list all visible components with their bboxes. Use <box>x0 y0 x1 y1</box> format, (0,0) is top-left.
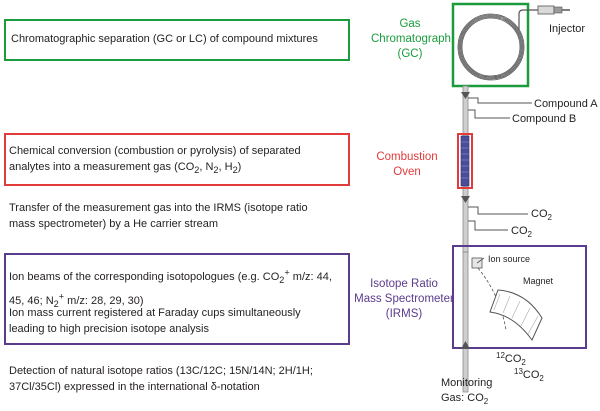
irms-step-box <box>4 253 350 345</box>
magnet-label: Magnet <box>523 276 554 286</box>
conversion-step-text: Chemical conversion (combustion or pyrol… <box>9 143 301 178</box>
detection-step-text: Detection of natural isotope ratios (13C… <box>9 363 313 395</box>
ion-source-label: Ion source <box>488 254 530 264</box>
injector-line <box>518 9 538 30</box>
conversion-line2: analytes into a measurement gas (CO2, N2… <box>9 161 242 176</box>
ioncurrent-step-text: Ion mass current registered at Faraday c… <box>9 307 301 335</box>
flow-arrow-icon <box>461 92 470 203</box>
co2-peak-label-2: CO2 <box>511 225 533 239</box>
injector-syringe <box>537 5 570 15</box>
monitoring-label-line1: Monitoring <box>441 377 492 389</box>
gc-column-coil <box>457 13 525 81</box>
magnet-icon <box>489 289 543 341</box>
compound-b-label: Compound B <box>512 113 576 125</box>
combustion-oven-box <box>457 133 473 189</box>
gc-oven-box <box>451 2 530 88</box>
transfer-step-text: Transfer of the measurement gas into the… <box>9 202 308 230</box>
co2-peaks <box>468 206 528 231</box>
combustion-reactor <box>460 135 470 187</box>
transfer-tube <box>462 85 469 393</box>
ion-beam-path <box>477 267 507 331</box>
co2-peak-label-1: CO2 <box>531 208 553 222</box>
gc-step-text: Chromatographic separation (GC or LC) of… <box>11 33 318 45</box>
compound-a-label: Compound A <box>534 98 598 110</box>
ion-source-icon <box>471 257 485 269</box>
monitoring-label-line2: Gas: CO2 <box>441 392 489 406</box>
conversion-step-box <box>4 133 350 186</box>
isotope-12-label: 12CO2 <box>496 351 526 367</box>
injector-label: Injector <box>549 23 585 35</box>
compound-peaks <box>468 97 532 119</box>
detection-line1: Detection of natural isotope ratios (13C… <box>9 365 313 377</box>
isotope-13-label: 13CO2 <box>514 367 544 383</box>
irms-box <box>452 245 587 349</box>
detection-line2: 37Cl/35Cl) expressed in the internationa… <box>9 381 260 393</box>
ionbeams-step-text: Ion beams of the corresponding isotopolo… <box>9 267 332 309</box>
conversion-line1: Chemical conversion (combustion or pyrol… <box>9 145 301 157</box>
gc-step-box <box>4 19 350 61</box>
monitoring-arrow-icon <box>461 341 470 349</box>
